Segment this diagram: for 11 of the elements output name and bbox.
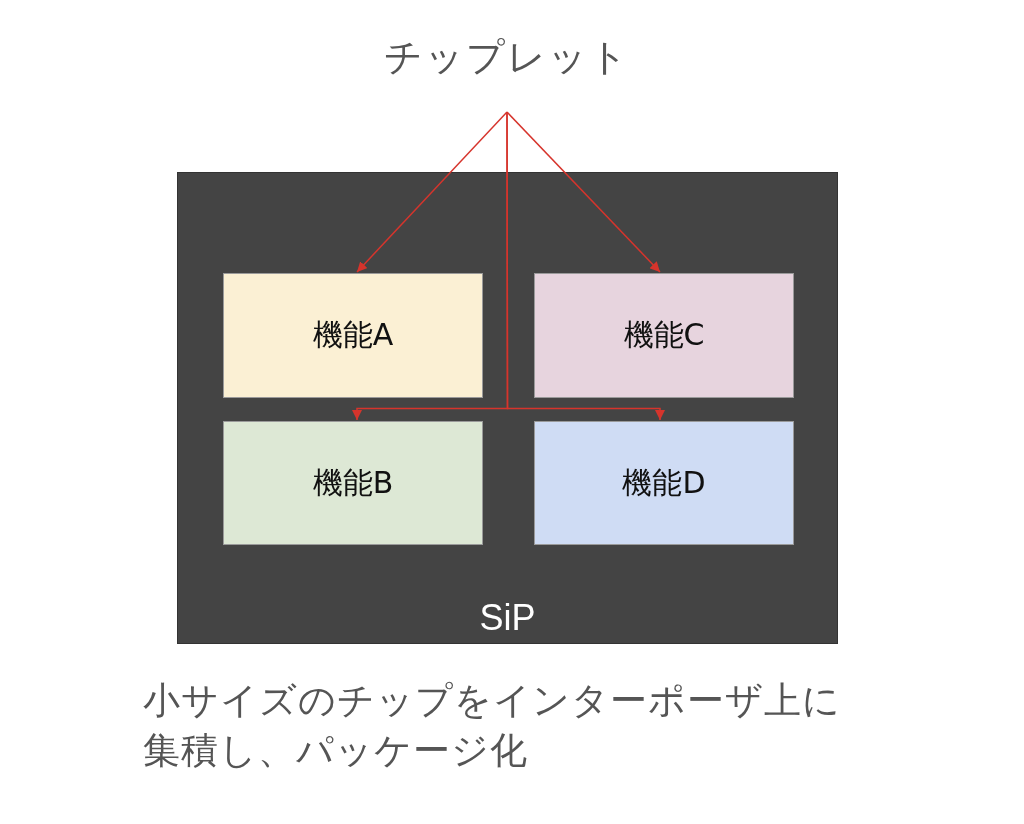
title-label: チップレット bbox=[384, 34, 630, 81]
function-box bbox=[223, 421, 483, 545]
arrow bbox=[506, 111, 661, 273]
arrow bbox=[506, 111, 665, 421]
package-label: SiP bbox=[478, 597, 537, 639]
function-box bbox=[534, 421, 794, 545]
function-box bbox=[534, 273, 794, 398]
caption-text: 小サイズのチップをインターポーザ上に集積し、パッケージ化 bbox=[143, 678, 842, 774]
function-box bbox=[223, 273, 483, 398]
package-box bbox=[177, 172, 838, 644]
arrow bbox=[356, 111, 508, 273]
